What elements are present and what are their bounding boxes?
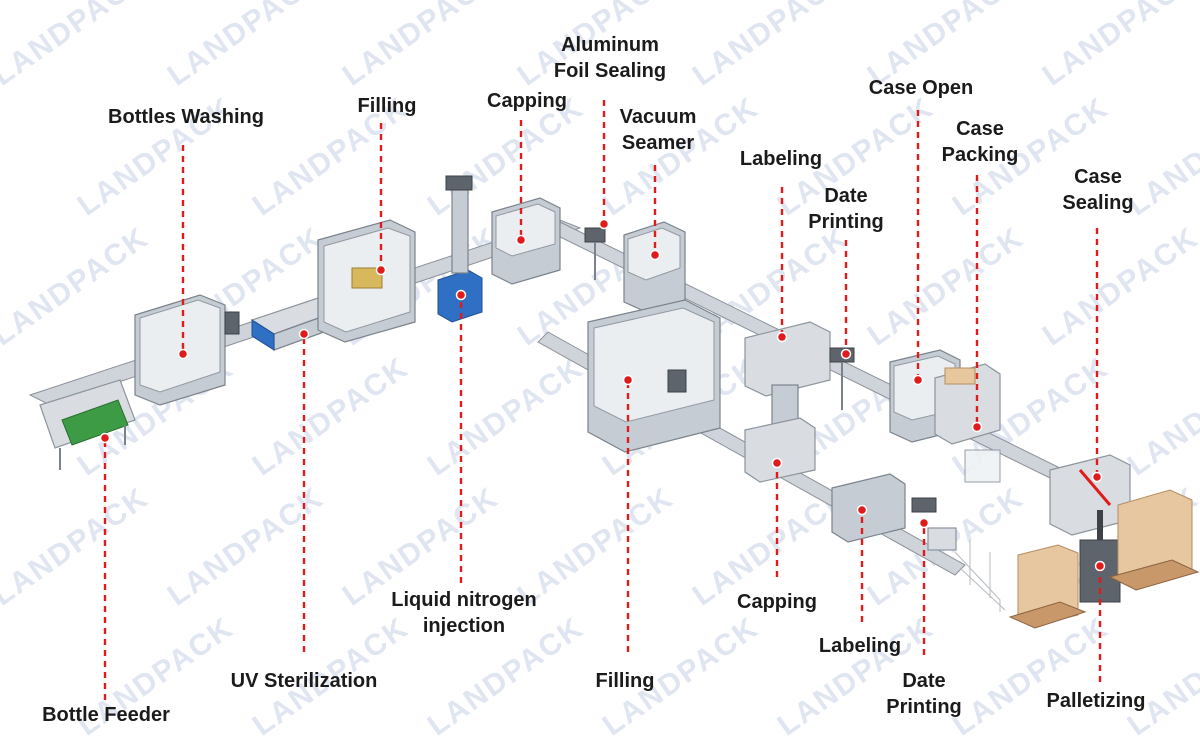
leader-dot-date-printing-1: [842, 350, 851, 359]
leader-dot-date-printing-2: [920, 519, 929, 528]
leader-dot-foil-sealing: [600, 220, 609, 229]
label-filling-1: Filling: [358, 93, 417, 119]
leader-dot-case-sealing: [1093, 473, 1102, 482]
label-date-printing-1: Date Printing: [808, 183, 884, 235]
leader-dot-uv-sterilization: [300, 330, 309, 339]
leader-dot-filling-1: [377, 266, 386, 275]
label-palletizing: Palletizing: [1047, 688, 1146, 714]
leader-dot-liquid-nitrogen: [457, 291, 466, 300]
label-date-printing-2: Date Printing: [886, 668, 962, 720]
label-case-packing: Case Packing: [942, 116, 1019, 168]
label-capping-2: Capping: [737, 589, 817, 615]
label-filling-2: Filling: [596, 668, 655, 694]
leader-dot-bottle-feeder: [101, 434, 110, 443]
case-packing-machine: [935, 364, 1000, 482]
label-bottle-feeder: Bottle Feeder: [42, 702, 170, 728]
label-case-sealing: Case Sealing: [1062, 164, 1133, 216]
bottle-washing-machine: [135, 295, 239, 405]
pallet-right: [1110, 490, 1198, 590]
leader-dot-capping-1: [517, 236, 526, 245]
label-labeling-1: Labeling: [740, 146, 822, 172]
leader-dot-capping-2: [773, 459, 782, 468]
filling-machine-2: [588, 300, 720, 452]
leader-dot-palletizing: [1096, 562, 1105, 571]
capping-machine-2: [745, 418, 815, 482]
label-labeling-2: Labeling: [819, 633, 901, 659]
leader-dot-case-packing: [973, 423, 982, 432]
label-vacuum-seamer: Vacuum Seamer: [620, 104, 697, 156]
leader-dot-vacuum-seamer: [651, 251, 660, 260]
label-uv-sterilization: UV Sterilization: [231, 668, 378, 694]
label-capping-1: Capping: [487, 88, 567, 114]
filling-machine-1: [318, 220, 415, 342]
leader-dot-labeling-2: [858, 506, 867, 515]
label-bottles-washing: Bottles Washing: [108, 104, 264, 130]
leader-dot-labeling-1: [778, 333, 787, 342]
leader-dot-case-open: [914, 376, 923, 385]
leader-dot-filling-2: [624, 376, 633, 385]
leader-dot-bottles-washing: [179, 350, 188, 359]
label-aluminum-foil-sealing: Aluminum Foil Sealing: [554, 32, 666, 84]
pallet-left: [1010, 545, 1085, 628]
label-case-open: Case Open: [869, 75, 973, 101]
label-liquid-nitrogen-injection: Liquid nitrogen injection: [391, 587, 537, 639]
safety-fence: [955, 540, 1005, 612]
